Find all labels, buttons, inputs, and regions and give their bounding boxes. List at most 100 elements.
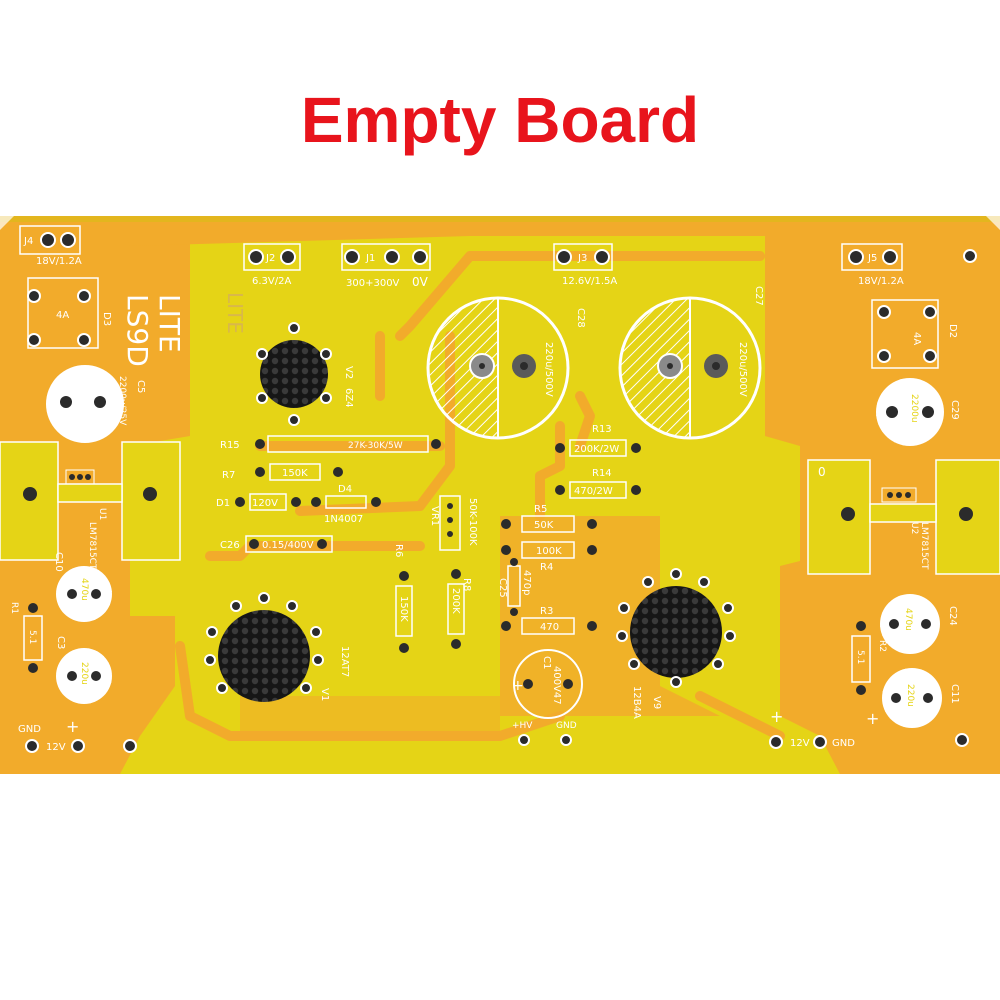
bridge-d2: 4A D2 [871, 299, 958, 369]
c1-plus: + [512, 678, 524, 694]
r6-value: 150K [398, 596, 409, 622]
c24-ref: C24 [947, 606, 958, 626]
c27-value: 220u/500V [737, 342, 748, 397]
connector-j3: J3 12.6V/1.5A [553, 243, 617, 287]
r2-value: 5.1 [855, 650, 865, 664]
right-gnd-label: GND [832, 738, 855, 749]
diodes-d1-d4: D1 120V D4 1N4007 [216, 484, 381, 525]
r7-value: 150K [282, 468, 308, 479]
connector-j5: J5 18V/1.2A [841, 243, 977, 287]
j1-value: 300+300V [346, 278, 400, 289]
c25-value: 470p [521, 570, 532, 595]
connector-j2: J2 6.3V/2A [243, 243, 301, 287]
c3-value: 220u [79, 662, 89, 685]
c26-ref: C26 [220, 540, 240, 551]
capacitor-c5: 2200u/25V C5 [46, 365, 146, 443]
pcb-board: LITE LS9D LITE J4 18V/1.2A 4A D3 2200u/2… [0, 216, 1000, 774]
pot-vr1: VR1 50K-100K [429, 495, 478, 551]
r1-ref: R1 [9, 602, 19, 614]
c29-ref: C29 [949, 400, 960, 420]
tube-v1: V1 12AT7 [204, 592, 350, 702]
v2-ref: V2 [343, 366, 354, 379]
right-plus-label: + [770, 707, 783, 726]
u2-ref: U2 [909, 522, 919, 534]
resistor-r7: R7 150K [222, 463, 343, 481]
mounting-holes [123, 739, 137, 753]
bridge-d3: 4A D3 [27, 277, 112, 349]
d2-ref: D2 [947, 324, 958, 338]
right-12v-label: 12V [790, 738, 810, 749]
capacitor-c11: 220u C11 + [866, 668, 960, 728]
c29-value: 2200u [909, 394, 919, 423]
vr1-ref: VR1 [429, 506, 440, 526]
v2-value: 6Z4 [343, 388, 354, 408]
c25-ref: C25 [497, 578, 508, 598]
r14-ref: R14 [592, 468, 612, 479]
left-plus-label: + [66, 717, 79, 736]
r8-ref: R8 [461, 578, 472, 591]
v9-ref: V9 [651, 696, 662, 709]
r4-value: 100K [536, 546, 562, 557]
j2-ref: J2 [265, 253, 275, 264]
r15-ref: R15 [220, 440, 240, 451]
connector-j4: J4 18V/1.2A [19, 225, 82, 267]
j3-ref: J3 [577, 253, 587, 264]
r8-value: 200K [450, 588, 461, 614]
resistors-r5-r4: R5 50K 100K R4 [501, 504, 597, 573]
d1-value: 120V [252, 498, 278, 509]
j1-ref: J1 [365, 253, 375, 264]
r13-ref: R13 [592, 424, 612, 435]
v1-ref: V1 [319, 688, 330, 701]
resistors-r6-r8: R6 150K R8 200K [393, 544, 472, 653]
left-gnd-label: GND [18, 724, 41, 735]
resistor-r15: R15 27K-30K/5W [220, 435, 441, 453]
capacitor-c1: + C1 400V47 [512, 649, 583, 719]
hv-label: +HV [512, 721, 533, 731]
u2-value: LM7815CT [919, 522, 929, 570]
r5-value: 50K [534, 520, 554, 531]
resistor-r1: 5.1 R1 [9, 602, 43, 673]
tube-v9: V9 12B4A [616, 568, 736, 719]
r6-ref: R6 [393, 544, 404, 557]
c28-value: 220u/500V [543, 342, 554, 397]
brand-silkscreen: LITE LS9D LITE [121, 292, 247, 367]
j2-value: 6.3V/2A [252, 276, 291, 287]
d3-ref: D3 [101, 312, 112, 326]
r14-value: 470/2W [574, 486, 613, 497]
capacitor-c26: C26 0.15/400V [220, 535, 333, 553]
brand-line2: LS9D [121, 294, 154, 367]
u1-ref: U1 [97, 508, 107, 520]
d4-ref: D4 [338, 484, 352, 495]
r4-ref: R4 [540, 562, 553, 573]
d4-value: 1N4007 [324, 514, 363, 525]
j4-value: 18V/1.2A [36, 256, 82, 267]
r15-value: 27K-30K/5W [348, 441, 403, 451]
brand-line1: LITE [153, 294, 186, 353]
terminal-left: GND 12V + [18, 717, 85, 753]
left-12v-label: 12V [46, 742, 66, 753]
c10-ref: C10 [53, 552, 64, 572]
board-edge-shadows [0, 216, 1000, 222]
r3-value: 470 [540, 622, 559, 633]
r13-value: 200K/2W [574, 444, 619, 455]
r1-value: 5.1 [27, 630, 37, 644]
d2-value: 4A [911, 332, 922, 345]
c28-ref: C28 [575, 308, 586, 328]
c3-ref: C3 [55, 636, 66, 649]
capacitor-c3: 220u C3 [55, 636, 112, 704]
regulator-u1: U1 LM7815CT [0, 441, 181, 570]
v9-value: 12B4A [631, 686, 642, 719]
c11-value: 220u [905, 684, 915, 707]
c10-value: 470u [79, 578, 89, 601]
capacitor-c28: 220u/500V C28 [426, 296, 586, 440]
c1-value: 400V47 [551, 666, 562, 705]
connector-j1: J1 300+300V 0V [341, 243, 431, 289]
capacitor-c29: 2200u C29 [876, 378, 960, 446]
capacitor-c10: 470u C10 [53, 552, 112, 622]
r5-ref: R5 [534, 504, 547, 515]
j4-ref: J4 [23, 236, 33, 247]
page-title: Empty Board [300, 84, 700, 156]
c1-ref: C1 [541, 656, 552, 669]
terminal-hv: +HV GND [512, 721, 577, 746]
c27-ref: C27 [753, 286, 764, 306]
